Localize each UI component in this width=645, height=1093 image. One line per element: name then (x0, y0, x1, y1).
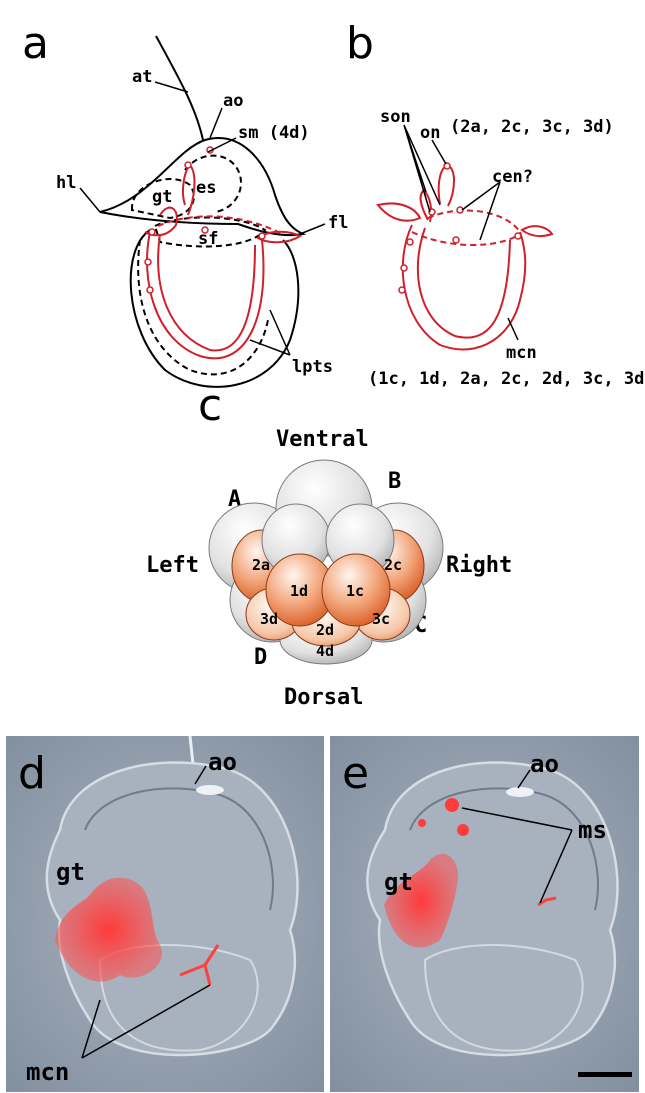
panel-e: e ao gt ms (330, 736, 639, 1092)
leader-ao (210, 108, 222, 138)
label-mcn: mcn (506, 343, 537, 363)
lobe-left (378, 203, 420, 220)
cell-dot (453, 237, 459, 243)
cell-dot (407, 239, 413, 245)
ms-cell-1 (445, 798, 459, 812)
on-nerve (439, 166, 454, 206)
panel-a: a at ao sm (4d) hl (22, 18, 348, 387)
cell-label-2c: 2c (384, 556, 402, 574)
cell-dot (401, 265, 407, 271)
label-lpts: lpts (292, 357, 333, 377)
label-quadrant-d: D (254, 645, 267, 670)
label-fl: fl (328, 213, 348, 233)
label-at: at (132, 67, 152, 87)
label-dorsal: Dorsal (284, 685, 363, 710)
leader-hl (80, 188, 100, 212)
cell-dot (147, 287, 153, 293)
label-sm: sm (4d) (238, 123, 310, 143)
panel-e-letter: e (342, 748, 369, 799)
panel-a-letter: a (22, 18, 49, 69)
cell-dot (444, 163, 450, 169)
label-d-gt: gt (56, 858, 85, 886)
panel-b: b son on (2a, 2c, 3c, 3d) cen? mcn (1c, … (346, 18, 645, 389)
cell-dot (149, 229, 155, 235)
cell-label-2a: 2a (252, 556, 270, 574)
cell-label-4d: 4d (316, 642, 334, 660)
leader-on (432, 140, 446, 164)
cell-dot (515, 233, 521, 239)
label-es: es (196, 178, 216, 198)
label-e-ms: ms (578, 816, 607, 844)
leader-mcn (508, 318, 518, 340)
label-cen: cen? (492, 167, 533, 187)
red-trace-2 (158, 234, 255, 350)
panel-c-letter: c (198, 380, 222, 431)
label-ao: ao (223, 91, 243, 111)
scale-bar (578, 1072, 632, 1077)
leader-sm (208, 138, 236, 152)
apical-organ-e (506, 787, 534, 797)
label-son: son (380, 107, 411, 127)
label-ventral: Ventral (276, 427, 369, 452)
panel-c: c Ventral Dorsal Left Right A B C D 2a 2… (146, 380, 512, 710)
cell-label-3c: 3c (372, 610, 390, 628)
label-d-ao: ao (208, 748, 237, 776)
panel-d-letter: d (18, 748, 46, 799)
cell-label-3d: 3d (260, 610, 278, 628)
label-on: on (420, 123, 440, 143)
cen-ring-bottom (412, 232, 520, 245)
lobe-right (522, 226, 552, 236)
label-quadrant-b: B (388, 469, 401, 494)
cell-label-1c: 1c (346, 582, 364, 600)
label-left: Left (146, 553, 199, 578)
cell-label-2d: 2d (316, 621, 334, 639)
cell-dot (399, 287, 405, 293)
panel-d: d ao gt mcn (6, 736, 324, 1092)
apical-organ-d (196, 785, 224, 795)
leader-fl (300, 224, 325, 234)
apical-tuft (156, 36, 203, 140)
cell-dot (259, 233, 265, 239)
label-d-mcn: mcn (26, 1058, 69, 1086)
cen-ring-top (428, 210, 520, 232)
label-right: Right (446, 553, 512, 578)
cell-dot (185, 162, 191, 168)
ms-cell-3 (457, 824, 469, 836)
cell-label-1d: 1d (290, 582, 308, 600)
label-mcn-cells: (1c, 1d, 2a, 2c, 2d, 3c, 3d) (368, 369, 645, 389)
label-e-ao: ao (530, 750, 559, 778)
label-hl: hl (56, 173, 76, 193)
panel-b-letter: b (346, 18, 374, 69)
red-trace-1 (147, 232, 263, 358)
label-on-cells: (2a, 2c, 3c, 3d) (450, 117, 614, 137)
label-sf: sf (198, 229, 218, 249)
label-gt: gt (152, 187, 172, 207)
label-e-gt: gt (384, 868, 413, 896)
cell-dot (145, 259, 151, 265)
ms-cell-2 (418, 819, 426, 827)
